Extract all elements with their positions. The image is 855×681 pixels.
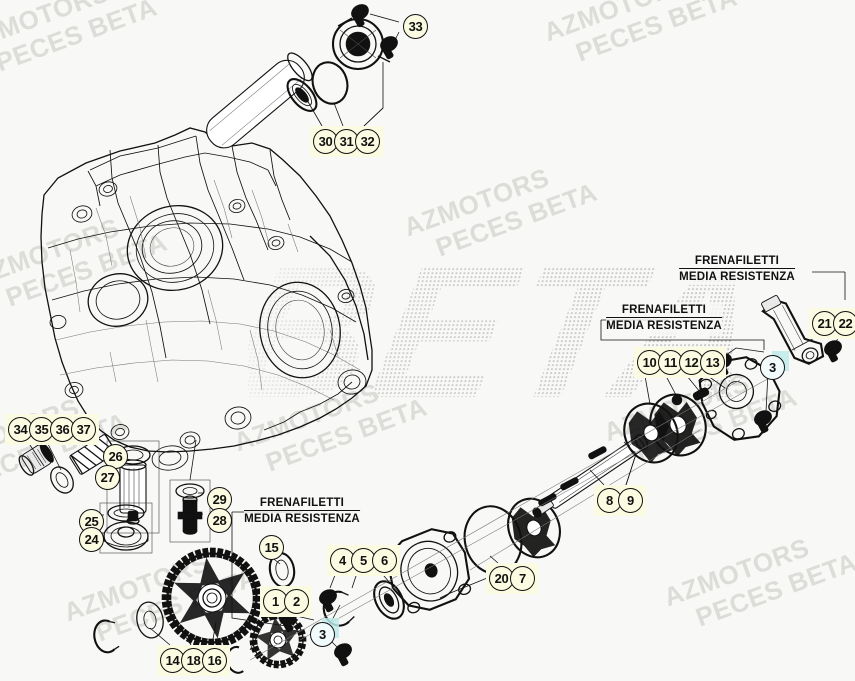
- part-callout-10[interactable]: 10: [637, 350, 662, 375]
- part-callout-7[interactable]: 7: [510, 566, 535, 591]
- bolt-22: [824, 340, 842, 363]
- cover-bolt-b: [754, 410, 772, 434]
- outer-rotor-10: [623, 402, 679, 464]
- note-line-1: FRENAFILETTI: [259, 497, 345, 509]
- bolt-33-a: [351, 4, 369, 28]
- crankcase-assembly: [40, 127, 373, 471]
- part-callout-32[interactable]: 32: [355, 129, 380, 154]
- part-callout-14[interactable]: 14: [160, 648, 185, 673]
- oil-pipe-assembly: [206, 4, 398, 149]
- part-callout-35[interactable]: 35: [29, 417, 54, 442]
- driven-gear-16: [93, 547, 263, 654]
- part-callout-18[interactable]: 18: [181, 648, 206, 673]
- part-callout-6[interactable]: 6: [372, 548, 397, 573]
- part-callout-3[interactable]: 3: [310, 622, 335, 647]
- part-callout-26[interactable]: 26: [103, 444, 128, 469]
- part-callout-2[interactable]: 2: [284, 589, 309, 614]
- note-line-1: FRENAFILETTI: [621, 304, 707, 316]
- part-callout-3[interactable]: 3: [760, 355, 785, 380]
- note-line-2: MEDIA RESISTENZA: [244, 510, 360, 526]
- part-callout-12[interactable]: 12: [679, 350, 704, 375]
- part-callout-28[interactable]: 28: [207, 508, 232, 533]
- inner-rotor-a: [507, 497, 561, 559]
- part-callout-5[interactable]: 5: [351, 548, 376, 573]
- note-line-2: MEDIA RESISTENZA: [679, 268, 795, 284]
- tensioner-arm-assembly: [761, 295, 842, 365]
- part-callout-1[interactable]: 1: [263, 589, 288, 614]
- part-callout-27[interactable]: 27: [95, 465, 120, 490]
- bolt-3-lower: [334, 643, 352, 667]
- bypass-valve-assembly: [169, 479, 211, 543]
- part-callout-4[interactable]: 4: [330, 548, 355, 573]
- part-callout-21[interactable]: 21: [812, 311, 837, 336]
- note-line-1: FRENAFILETTI: [694, 255, 780, 267]
- bolt-33-b: [380, 36, 398, 60]
- pump-shaft-assembly: [532, 434, 649, 518]
- note-line-2: MEDIA RESISTENZA: [606, 317, 722, 333]
- oil-filter-assembly: [99, 440, 160, 554]
- part-callout-9[interactable]: 9: [618, 488, 643, 513]
- part-callout-11[interactable]: 11: [658, 350, 683, 375]
- part-callout-37[interactable]: 37: [71, 417, 96, 442]
- part-callout-33[interactable]: 33: [403, 14, 428, 39]
- part-callout-15[interactable]: 15: [259, 535, 284, 560]
- part-callout-13[interactable]: 13: [700, 350, 725, 375]
- part-callout-34[interactable]: 34: [8, 417, 33, 442]
- part-callout-29[interactable]: 29: [207, 487, 232, 512]
- part-callout-30[interactable]: 30: [313, 129, 338, 154]
- part-callout-16[interactable]: 16: [202, 648, 227, 673]
- part-callout-24[interactable]: 24: [79, 527, 104, 552]
- pump-shaft-hardware: [279, 580, 405, 667]
- part-callout-36[interactable]: 36: [50, 417, 75, 442]
- part-callout-31[interactable]: 31: [334, 129, 359, 154]
- part-callout-22[interactable]: 22: [833, 311, 855, 336]
